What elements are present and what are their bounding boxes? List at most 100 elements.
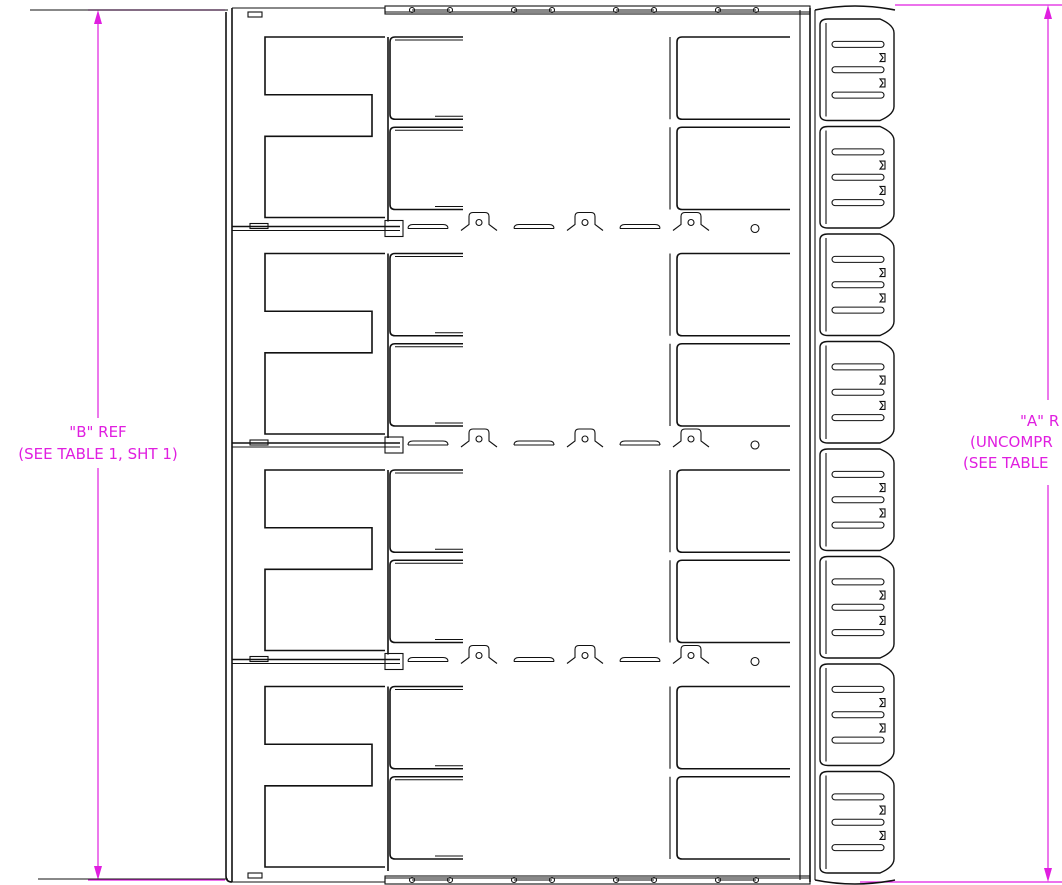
rail-clip-end [612, 876, 620, 884]
divider-3 [232, 644, 760, 671]
finger-detent [878, 53, 886, 63]
bump-tab [460, 211, 498, 231]
finger-panel-outline [819, 125, 895, 229]
divider-notch [384, 219, 404, 238]
finger-detent [878, 723, 886, 733]
spring-arm-right [676, 252, 790, 337]
rail-clip-end [446, 6, 454, 14]
finger-slot [831, 66, 885, 74]
divider-notch [384, 436, 404, 454]
spring-arm-left [389, 36, 463, 121]
finger-detent [878, 508, 886, 518]
finger-slot [831, 685, 885, 693]
divider-2 [232, 428, 760, 454]
finger-slot [831, 40, 885, 48]
finger-detent [878, 698, 886, 708]
finger-slot [831, 414, 885, 422]
finger-slot [831, 578, 885, 586]
bays [264, 36, 790, 871]
divider-end-ring [750, 440, 760, 450]
finger-slot [831, 91, 885, 99]
finger-panel-outline [819, 555, 895, 659]
bay-cutout [264, 685, 385, 868]
finger-detent [878, 400, 886, 410]
rail-clip-end [752, 6, 760, 14]
spring-arm-right [676, 685, 790, 770]
dimension-b-label: "B" REF [69, 423, 126, 441]
dimension-a-note-1: (UNCOMPR [970, 433, 1053, 451]
cage-body [225, 5, 816, 885]
dimension-a: "A" R (UNCOMPR (SEE TABLE [860, 4, 1062, 883]
finger-panel-outline [819, 663, 895, 767]
finger-slot [831, 255, 885, 263]
spring-arm-right [676, 342, 790, 427]
spring-arm-right [676, 36, 790, 121]
bay-3 [264, 469, 790, 655]
finger-panel-7 [819, 663, 895, 767]
finger-panel-3 [819, 233, 895, 337]
rail-segment [619, 440, 661, 446]
finger-detent [878, 805, 886, 815]
finger-panel-8 [819, 770, 895, 874]
spring-arm-right [676, 469, 790, 554]
rail-segment [407, 440, 449, 446]
finger-slot [831, 306, 885, 314]
bump-tab-hole [581, 651, 589, 660]
rail-segment [513, 223, 555, 229]
rail-segment [407, 223, 449, 229]
rail-clip-end [612, 6, 620, 14]
finger-slot [831, 629, 885, 637]
rail-clip-end [650, 6, 658, 14]
bay-2 [264, 252, 790, 438]
spring-arm-left [389, 469, 463, 554]
bump-tab [566, 644, 604, 664]
spring-arm-left [389, 126, 463, 211]
finger-slot [831, 199, 885, 207]
finger-panel-5 [819, 448, 895, 552]
bay-cutout [264, 36, 385, 219]
rail-clip-end [548, 876, 556, 884]
spring-arm-right [676, 126, 790, 211]
finger-panel-outline [819, 233, 895, 337]
rail-clip-end [714, 6, 722, 14]
rail-clip-end [650, 876, 658, 884]
rail-clip-end [752, 876, 760, 884]
finger-detent [878, 293, 886, 303]
finger-slot [831, 818, 885, 826]
finger-detent [878, 375, 886, 385]
bump-tab [566, 428, 604, 448]
finger-panel-outline [819, 770, 895, 874]
bump-tab [672, 644, 710, 664]
divider-1 [232, 211, 760, 238]
rail-clip-end [408, 876, 416, 884]
rail-clip-end [548, 6, 556, 14]
finger-detent [878, 615, 886, 625]
spring-arm-right [676, 775, 790, 860]
finger-panel-outline [819, 340, 895, 444]
finger-panel-1 [819, 18, 895, 122]
finger-slot [831, 148, 885, 156]
dimension-b: "B" REF (SEE TABLE 1, SHT 1) [5, 9, 225, 881]
finger-lip-top [814, 5, 896, 11]
finger-detent [878, 590, 886, 600]
finger-slot [831, 844, 885, 852]
bump-tab-hole [581, 218, 589, 227]
bump-tab-hole [687, 435, 695, 443]
rail-segment [619, 656, 661, 662]
dimension-a-note-2: (SEE TABLE [963, 454, 1048, 472]
bump-tab-hole [475, 218, 483, 227]
bay-cutout [264, 469, 385, 652]
extension-lines [30, 9, 228, 880]
bay-4 [264, 685, 790, 871]
divider-end-ring [750, 223, 760, 234]
finger-detent [878, 78, 886, 88]
top-rail [408, 6, 760, 14]
finger-slot [831, 793, 885, 801]
finger-slot [831, 603, 885, 611]
bay-1 [264, 36, 790, 222]
bump-tab-hole [687, 651, 695, 660]
rail-segment [619, 223, 661, 229]
bump-tab-hole [475, 435, 483, 443]
rail-clip-end [446, 876, 454, 884]
